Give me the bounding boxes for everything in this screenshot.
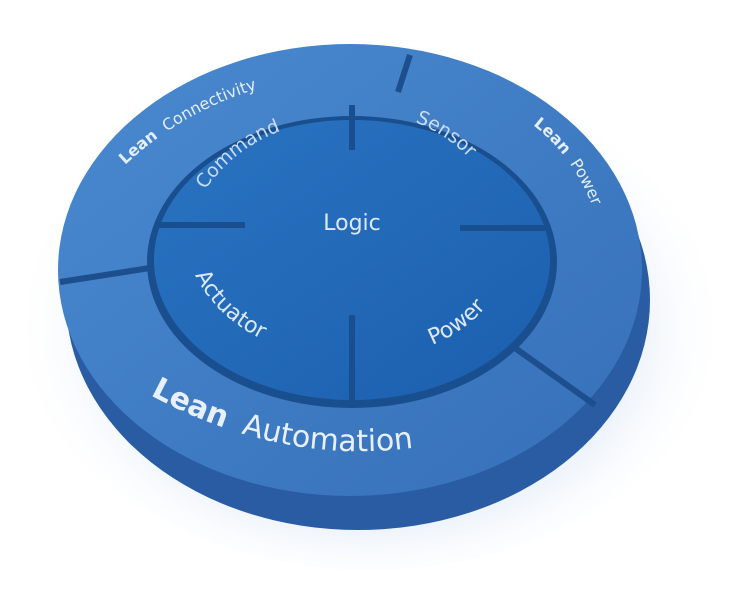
outer-divider-right	[513, 345, 597, 408]
outer-divider-top	[395, 54, 413, 93]
center-label: Logic	[323, 211, 381, 236]
outer-divider-left	[59, 265, 151, 285]
inner-disc	[154, 120, 550, 400]
